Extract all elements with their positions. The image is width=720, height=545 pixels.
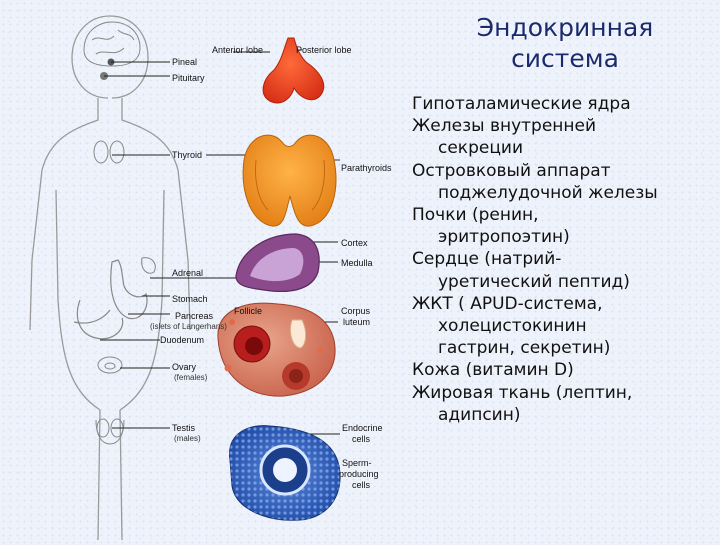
title-line-1: Эндокринная <box>476 13 654 42</box>
label-cortex: Cortex <box>341 238 368 248</box>
label-stomach: Stomach <box>172 294 208 304</box>
ovary-gland <box>217 302 336 397</box>
anatomy-illustration <box>29 15 341 541</box>
label-pineal: Pineal <box>172 57 198 67</box>
label-duodenum: Duodenum <box>160 335 205 345</box>
label-posterior-lobe: Posterior lobe <box>296 45 352 55</box>
label-pancreas: Pancreas <box>175 311 214 321</box>
label-pituitary: Pituitary <box>172 73 205 83</box>
label-cells-2: cells <box>352 480 371 490</box>
label-anterior-lobe: Anterior lobe <box>212 45 264 55</box>
body-adrenal-icon <box>141 257 156 274</box>
list-item: Кожа (витамин D) <box>412 360 574 381</box>
list-item: Гипоталамические ядра <box>412 94 631 114</box>
adrenal-gland <box>235 233 320 293</box>
list-item: Жировая ткань (лептин,адипсин) <box>412 382 633 425</box>
label-follicle: Follicle <box>234 306 263 316</box>
label-corpus: Corpus <box>341 306 371 316</box>
label-thyroid: Thyroid <box>172 150 203 160</box>
list-item: ЖКТ ( APUD-система,холецистокинин <box>412 293 603 337</box>
thyroid-gland <box>242 134 337 227</box>
list-item: Почки (ренин,эритропоэтин) <box>412 205 570 248</box>
label-producing: producing <box>339 469 379 479</box>
body-thyroid-icon <box>93 140 125 164</box>
body-stomach-icon <box>73 259 148 340</box>
label-testis: Testis <box>172 423 196 433</box>
label-adrenal: Adrenal <box>172 268 204 278</box>
testis-tissue <box>229 425 341 521</box>
label-sperm: Sperm- <box>342 458 372 468</box>
endocrine-figure: Anterior lobe Posterior lobe Pineal Pitu… <box>29 15 392 541</box>
label-parathyroids: Parathyroids <box>341 163 392 173</box>
slide-title: Эндокринная система <box>420 12 710 74</box>
list-item: гастрин, секретин) <box>438 338 611 359</box>
label-ovary: Ovary <box>172 362 197 372</box>
label-males: (males) <box>174 434 201 443</box>
label-medulla: Medulla <box>341 258 373 268</box>
list-item: Сердце (натрий-уретический пептид) <box>412 249 630 292</box>
label-luteum: luteum <box>343 317 371 327</box>
label-islets: (islets of Langerhans) <box>150 322 227 331</box>
pituitary-gland <box>262 37 325 104</box>
label-endocrine: Endocrine <box>342 423 383 433</box>
label-cells-1: cells <box>352 434 371 444</box>
brain-icon <box>83 21 141 67</box>
title-line-2: система <box>511 44 619 73</box>
body-ovary-icon <box>97 356 123 374</box>
label-females: (females) <box>174 373 208 382</box>
